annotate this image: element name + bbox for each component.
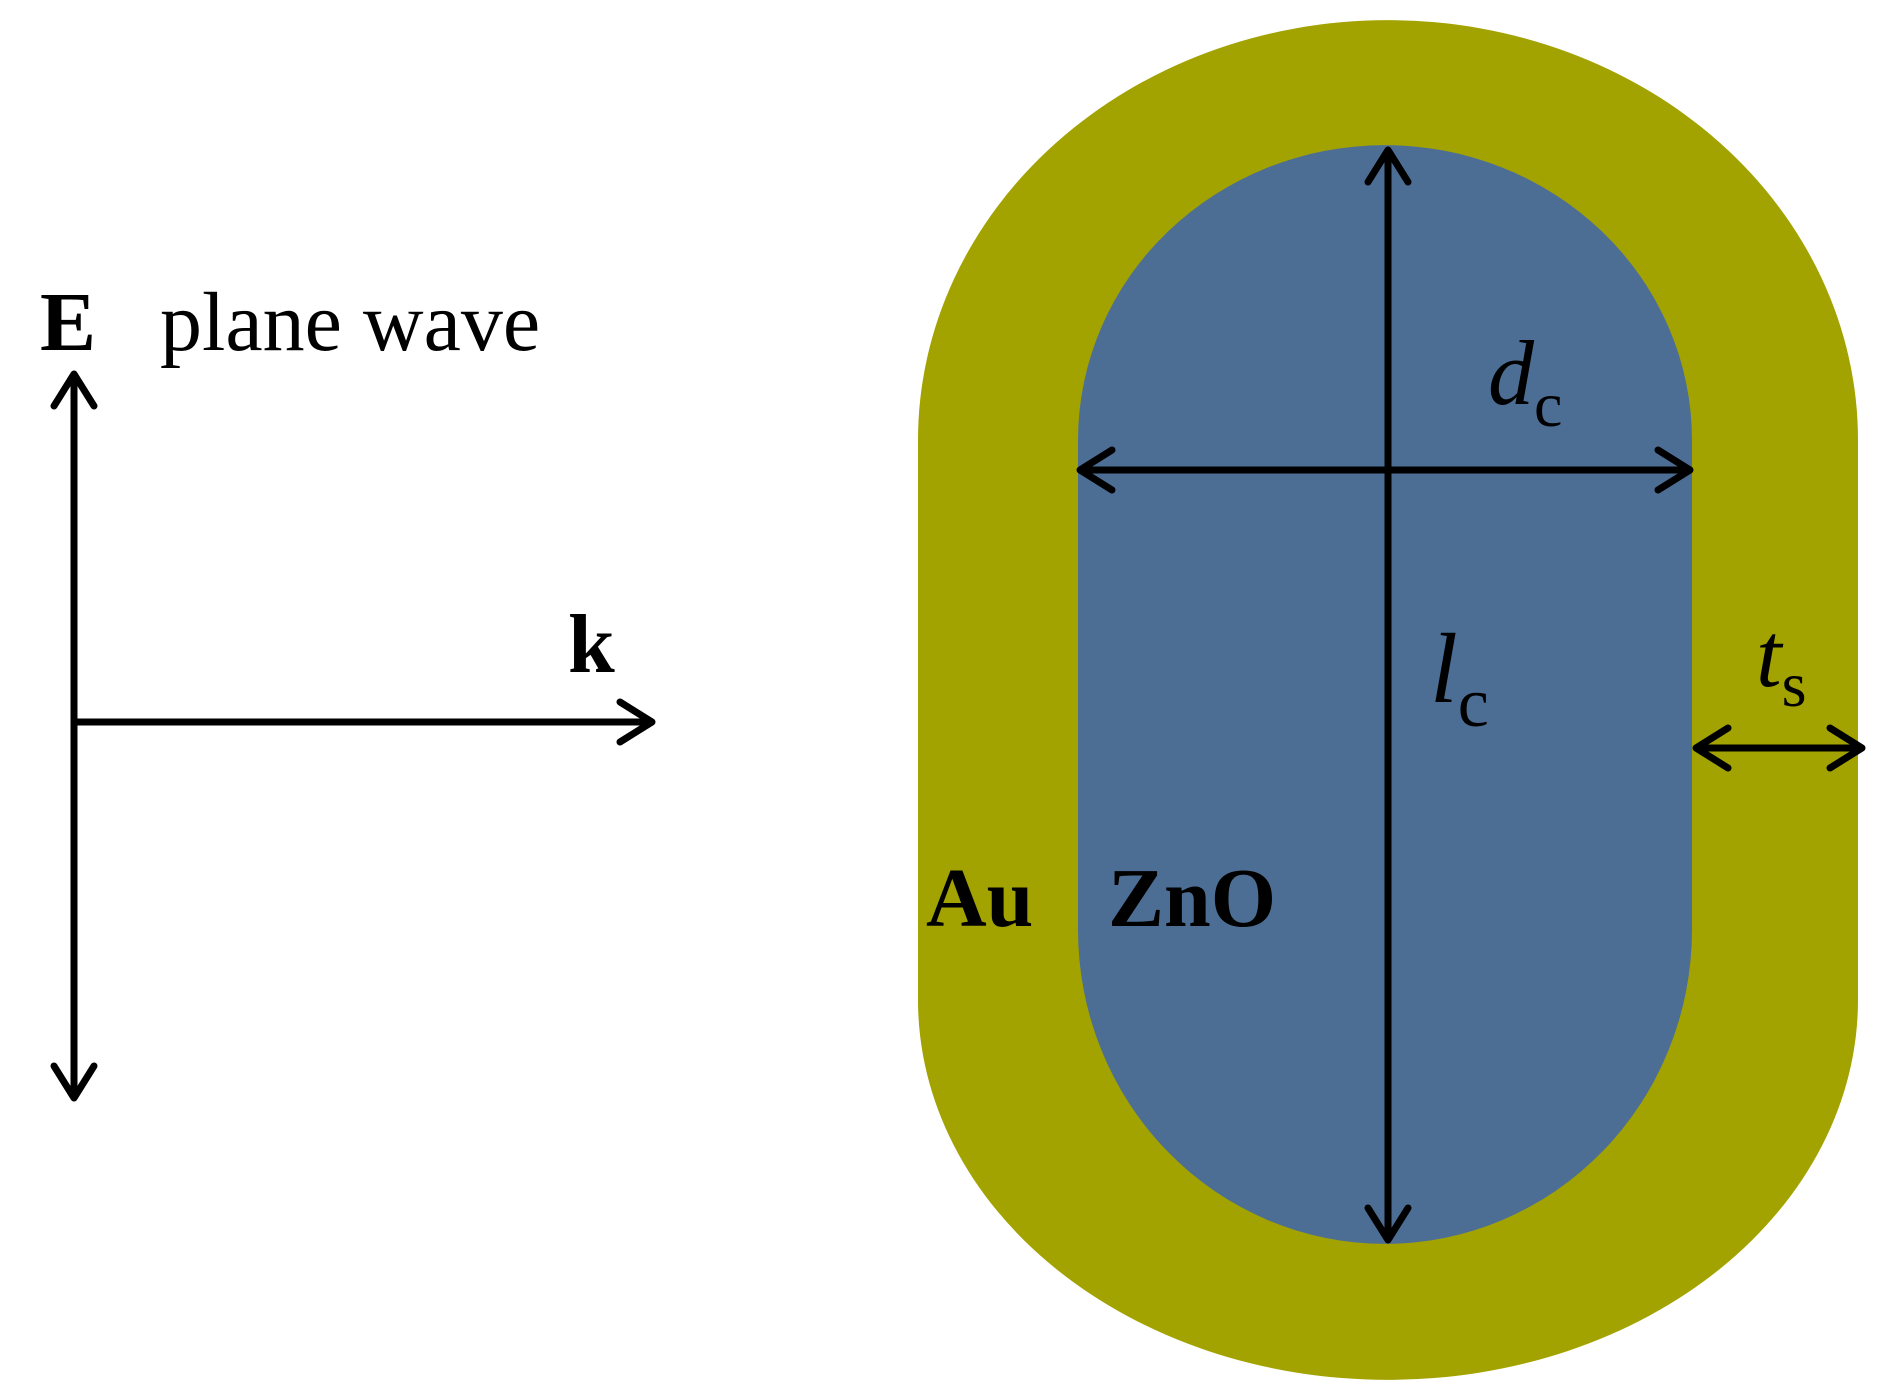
ts-subscript: s bbox=[1782, 649, 1807, 720]
lc-symbol: l bbox=[1430, 613, 1458, 724]
au-label: Au bbox=[926, 852, 1033, 945]
ts-arrow-head-right bbox=[1826, 724, 1866, 772]
dc-arrow-head-left bbox=[1076, 446, 1116, 494]
ts-label: ts bbox=[1756, 604, 1806, 720]
lc-label: lc bbox=[1430, 613, 1489, 742]
e-field-label: E bbox=[40, 276, 96, 369]
dc-symbol: d bbox=[1488, 322, 1535, 424]
k-arrow-head bbox=[616, 698, 656, 746]
lc-subscript: c bbox=[1458, 665, 1489, 742]
lc-arrow-head-top bbox=[1364, 146, 1412, 186]
dc-arrow-head-right bbox=[1654, 446, 1694, 494]
ts-arrow-head-left bbox=[1692, 724, 1732, 772]
ts-symbol: t bbox=[1756, 604, 1784, 706]
e-arrow-head-bottom bbox=[50, 1062, 98, 1102]
zno-label: ZnO bbox=[1108, 852, 1276, 945]
plane-wave-label: plane wave bbox=[160, 276, 540, 369]
lc-arrow-head-bottom bbox=[1364, 1204, 1412, 1244]
e-arrow-head-top bbox=[50, 370, 98, 410]
dc-subscript: c bbox=[1534, 369, 1562, 440]
dc-label: dc bbox=[1488, 322, 1562, 440]
k-vector-label: k bbox=[568, 598, 615, 691]
